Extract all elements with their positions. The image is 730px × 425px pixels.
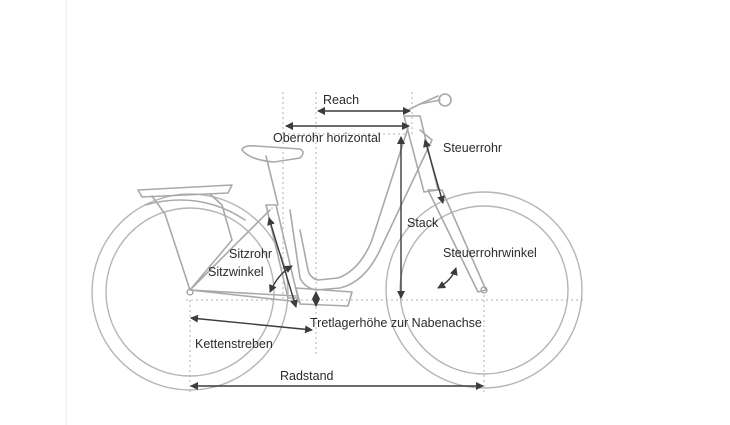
- label-chainstay: Kettenstreben: [195, 337, 273, 351]
- down-tube-inner: [299, 127, 409, 281]
- label-reach: Reach: [323, 93, 359, 107]
- label-stack: Stack: [407, 216, 439, 230]
- rear-mudguard: [144, 199, 246, 221]
- label-seat-tube: Sitzrohr: [229, 247, 272, 261]
- head-tube-dimension: [423, 139, 445, 204]
- label-head-tube: Steuerrohr: [443, 141, 502, 155]
- chainstay-dimension: [190, 314, 313, 334]
- fork: [427, 189, 487, 293]
- handlebar: [419, 95, 439, 105]
- label-wheelbase: Radstand: [280, 369, 334, 383]
- handlebar-end: [438, 93, 452, 107]
- dimension-lines: [190, 107, 484, 390]
- stem: [403, 99, 441, 113]
- label-seat-angle: Sitzwinkel: [208, 265, 264, 279]
- seat-angle-arc: [269, 265, 293, 293]
- saddle: [241, 145, 304, 163]
- label-bb-drop: Tretlagerhöhe zur Nabenachse: [310, 316, 482, 330]
- motor-housing: [295, 287, 353, 307]
- bike-frame: [137, 93, 487, 307]
- head-tube: [403, 115, 439, 193]
- seat-post: [265, 155, 279, 206]
- down-tube: [289, 129, 433, 291]
- head-angle-arc: [437, 267, 458, 289]
- label-top-tube: Oberrohr horizontal: [273, 131, 381, 145]
- guide-lines: [186, 92, 584, 392]
- label-head-angle: Steuerrohrwinkel: [443, 246, 537, 260]
- rear-rack: [137, 184, 233, 198]
